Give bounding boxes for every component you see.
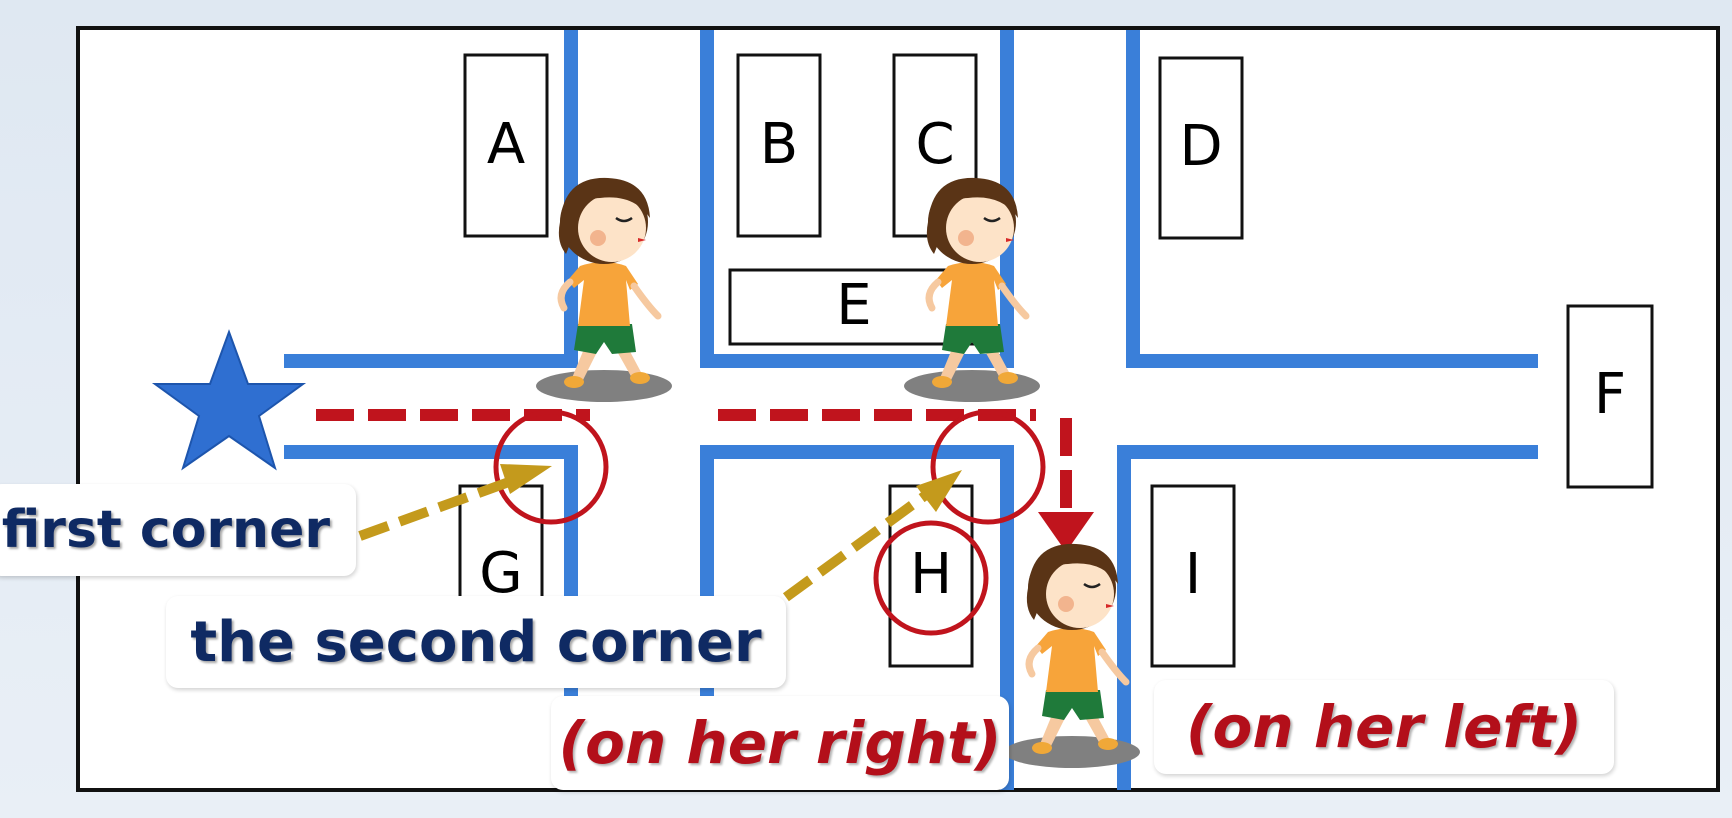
- building-d: D: [1158, 56, 1244, 240]
- building-b: B: [736, 53, 822, 238]
- building-letter: D: [1179, 114, 1222, 179]
- building-h-circle: [873, 520, 989, 636]
- on-her-left-label: (on her left): [1154, 680, 1614, 774]
- building-letter: G: [479, 541, 522, 606]
- start-star-icon: [151, 329, 307, 471]
- building-letter: F: [1594, 362, 1626, 427]
- pointer-arrowhead-icon: [916, 470, 962, 512]
- building-letter: C: [915, 112, 954, 177]
- building-letter: E: [836, 273, 871, 338]
- building-a: A: [463, 53, 549, 238]
- building-letter: B: [760, 112, 798, 177]
- building-letter: H: [910, 542, 952, 607]
- route-path: [316, 409, 1072, 520]
- on-her-right-label: (on her right): [551, 696, 1009, 790]
- second-corner-circle: [930, 409, 1046, 525]
- building-letter: I: [1185, 542, 1202, 607]
- first-corner-circle: [493, 409, 609, 525]
- second-corner-label: the second corner: [166, 596, 786, 688]
- building-letter: A: [487, 112, 525, 177]
- route-arrow-down-icon: [1038, 512, 1094, 552]
- first-corner-label: first corner: [0, 484, 356, 576]
- pointer-arrowhead-icon: [500, 464, 552, 494]
- building-f: F: [1566, 304, 1654, 489]
- pointer-arrows: [358, 473, 933, 627]
- building-i: I: [1150, 484, 1236, 668]
